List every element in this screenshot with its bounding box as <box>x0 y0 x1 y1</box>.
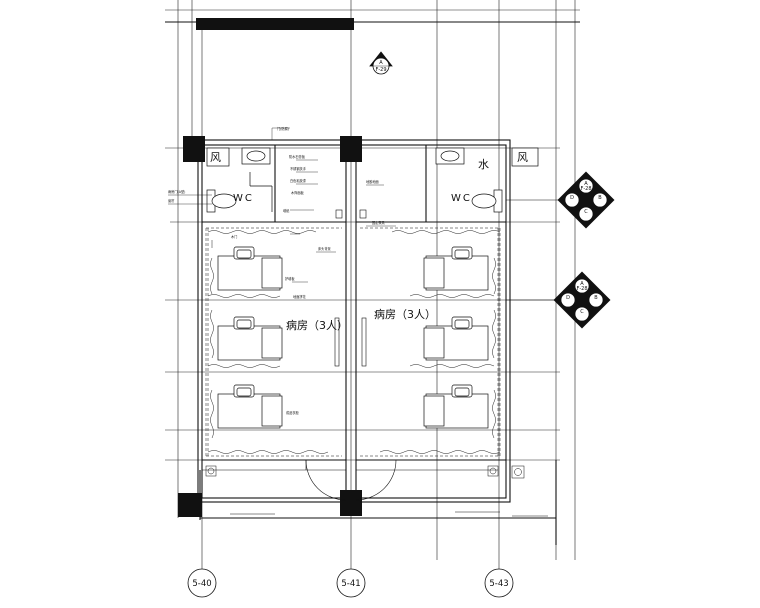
annotation-text: 不锈钢扶手 <box>290 166 307 171</box>
axis-label-5-41: 5-41 <box>341 579 360 589</box>
annotation-text: 墙纸 <box>283 208 290 213</box>
svg-text:C: C <box>584 209 588 215</box>
axis-label-5-43: 5-43 <box>489 579 508 589</box>
svg-text:D: D <box>566 295 570 301</box>
svg-text:A: A <box>584 181 588 187</box>
fan-label-right: 风 <box>517 151 528 164</box>
room-label-left: 病房（3人） <box>286 318 348 332</box>
svg-text:B: B <box>598 195 602 201</box>
svg-text:C: C <box>580 309 584 315</box>
annotation-text: 护墙板 <box>285 276 295 281</box>
annotation-text: 成品衣柜 <box>286 410 300 415</box>
annotation-text: 病房门(A型) <box>168 189 185 194</box>
svg-text:F-29: F-29 <box>375 67 386 73</box>
axis-bubbles <box>187 568 514 598</box>
annotation-text: 床头背景 <box>318 246 331 251</box>
wc-label-right: WC <box>451 193 472 204</box>
svg-text:D: D <box>570 195 574 201</box>
partition-dashed-lines <box>205 227 501 457</box>
bathroom-fixtures <box>206 147 539 213</box>
doors <box>305 209 397 501</box>
annotation-text: 木门 <box>231 234 237 239</box>
annotation-text: 窗帘 <box>168 198 174 203</box>
top-beams <box>196 18 354 30</box>
annotation-text: 固定家具 <box>372 220 386 225</box>
svg-text:A: A <box>379 60 383 66</box>
axis-bubble-5-40 <box>187 568 217 598</box>
axis-bubble-5-43 <box>484 568 514 598</box>
annotation-text: 木饰面板 <box>291 190 305 195</box>
leader-lines <box>168 127 396 283</box>
fan-label-left: 风 <box>210 151 221 164</box>
water-label: 水 <box>478 158 489 171</box>
annotation-text: 门(防腐) <box>277 126 289 131</box>
axis-bubble-5-41 <box>336 568 366 598</box>
svg-text:B: B <box>594 295 598 301</box>
annotation-text: 地面拼花 <box>293 294 307 299</box>
room-label-right: 病房（3人） <box>374 307 436 321</box>
wc-label-left: WC <box>233 193 254 204</box>
beds-right <box>423 246 489 429</box>
curtain-lines <box>207 230 501 454</box>
svg-text:F-28: F-28 <box>576 286 587 292</box>
axis-label-5-40: 5-40 <box>192 579 211 589</box>
annotation-text: 白色乳胶漆 <box>290 178 307 183</box>
annotation-texts: 门(防腐) 防水石膏板 不锈钢扶手 白色乳胶漆 木饰面板 地胶地面 墙纸 木门 … <box>168 126 386 415</box>
elevation-tag-symbol-2: A B C D F-28 <box>506 271 611 329</box>
corridor-details <box>202 465 548 517</box>
annotation-text: 地胶地面 <box>366 179 379 184</box>
structural-columns <box>178 136 362 517</box>
elevation-tag-top: A F-29 <box>369 51 393 75</box>
elevation-tag-symbol-1: A B C D F-28 <box>506 171 615 229</box>
annotation-text: 防水石膏板 <box>289 154 306 159</box>
svg-text:A: A <box>580 281 584 287</box>
beds-left <box>217 246 283 429</box>
svg-text:F-28: F-28 <box>580 186 591 192</box>
